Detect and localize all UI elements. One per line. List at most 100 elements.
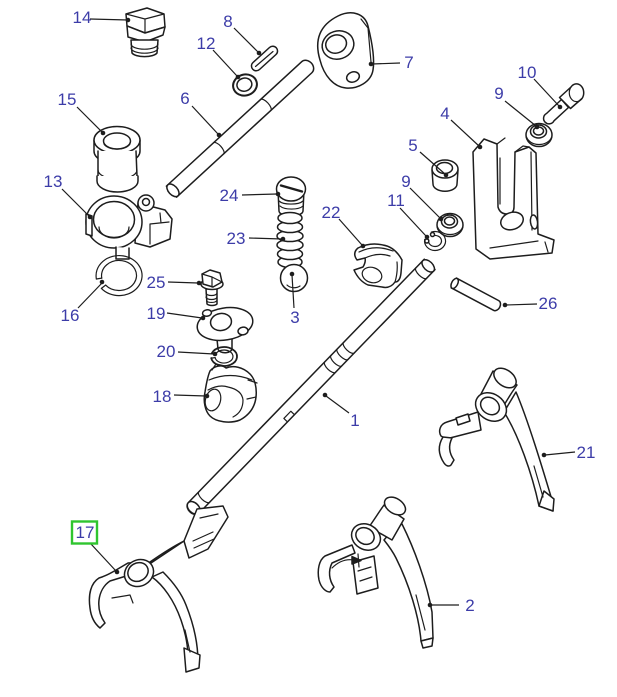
leader-dot [196,280,202,286]
callout-12[interactable]: 12 [197,34,241,80]
part-7-lug-drawing [317,12,375,89]
leader-dot [438,216,444,222]
callout-25-label[interactable]: 25 [147,273,166,292]
callout-7[interactable]: 7 [368,53,414,72]
callout-9b-label[interactable]: 9 [401,172,410,191]
leader-dot [100,130,106,136]
leader-dot [368,61,374,67]
leader-line [505,303,538,306]
callout-14-label[interactable]: 14 [73,8,92,27]
leader-dot [256,50,262,56]
callout-5[interactable]: 5 [408,136,449,178]
part-9a-washer-drawing [525,122,553,148]
leader-dot [534,124,540,130]
callout-13-label[interactable]: 13 [44,172,63,191]
callout-16-label[interactable]: 16 [61,306,80,325]
callout-10-label[interactable]: 10 [518,63,537,82]
callout-7-label[interactable]: 7 [404,53,413,72]
leader-dot [216,132,222,138]
callout-20-label[interactable]: 20 [157,342,176,361]
leader-line [177,351,215,355]
callout-14[interactable]: 14 [73,8,131,27]
part-5-plug-drawing [431,159,459,193]
callout-22[interactable]: 22 [322,203,366,249]
leader-line [338,218,363,246]
leader-dot [212,351,218,357]
leader-dot [541,452,547,458]
part-23-spring-drawing [276,211,304,269]
callout-13[interactable]: 13 [44,172,93,220]
leader-dot [235,74,241,80]
callout-2[interactable]: 2 [427,596,475,615]
callout-16[interactable]: 16 [61,279,105,325]
callout-3-label[interactable]: 3 [290,308,299,327]
callout-9a-label[interactable]: 9 [494,84,503,103]
part-16-ring-drawing [95,255,143,297]
callout-3[interactable]: 3 [289,271,300,327]
leader-dot [322,392,328,398]
leader-line [291,274,295,309]
callout-20[interactable]: 20 [157,342,218,361]
callout-8[interactable]: 8 [223,12,262,56]
leader-line [533,78,560,107]
leader-line [89,18,129,21]
callout-23[interactable]: 23 [227,229,286,248]
callout-10[interactable]: 10 [518,63,563,110]
part-25-bolt-drawing [200,269,224,307]
callout-18-label[interactable]: 18 [153,387,172,406]
leader-dot [125,17,131,23]
part-3-ball-drawing [279,263,309,293]
callout-18[interactable]: 18 [153,387,210,406]
part-14-bolt-drawing [125,7,166,58]
callout-19-label[interactable]: 19 [147,304,166,323]
leader-line [77,282,103,309]
leader-line [409,187,441,219]
callout-2-label[interactable]: 2 [465,596,474,615]
callout-19[interactable]: 19 [147,304,206,323]
callout-9a[interactable]: 9 [494,84,540,130]
leader-line [61,188,90,217]
highlight-box [70,520,99,545]
leader-line [325,395,350,414]
part-4-bracket-drawing [472,137,555,260]
leader-line [371,62,401,65]
part-10-pin-drawing [542,83,585,125]
callout-4-label[interactable]: 4 [440,104,449,123]
callout-24[interactable]: 24 [220,186,281,205]
callout-17[interactable]: 17 [70,520,120,575]
callout-11[interactable]: 11 [387,191,430,240]
callout-5-label[interactable]: 5 [408,136,417,155]
leader-dot [289,271,295,277]
leader-dot [427,602,433,608]
leader-dot [114,569,120,575]
callout-6-label[interactable]: 6 [180,89,189,108]
callout-22-label[interactable]: 22 [322,203,341,222]
callout-9b[interactable]: 9 [401,172,444,222]
callout-12-label[interactable]: 12 [197,34,216,53]
callout-24-label[interactable]: 24 [220,186,239,205]
callout-15[interactable]: 15 [58,90,106,136]
leader-line [167,281,199,284]
callout-6[interactable]: 6 [180,89,222,138]
leader-line [166,312,203,319]
leader-line [248,237,283,240]
part-22-cam-drawing [353,243,403,289]
callout-15-label[interactable]: 15 [58,90,77,109]
callout-21[interactable]: 21 [541,443,596,462]
callout-26-label[interactable]: 26 [539,294,558,313]
callout-25[interactable]: 25 [147,273,202,292]
part-21-fork-drawing [438,367,555,512]
callout-26[interactable]: 26 [502,294,558,313]
callout-1-label[interactable]: 1 [350,411,359,430]
part-20-oring-drawing [210,346,238,367]
callout-8-label[interactable]: 8 [223,12,232,31]
callout-17-label[interactable]: 17 [76,523,95,542]
part-13-housing-drawing [85,194,173,260]
callout-4[interactable]: 4 [440,104,483,150]
callout-23-label[interactable]: 23 [227,229,246,248]
callout-1[interactable]: 1 [322,392,360,430]
leader-dot [557,104,563,110]
callout-21-label[interactable]: 21 [577,443,596,462]
callout-11-label[interactable]: 11 [387,191,405,210]
